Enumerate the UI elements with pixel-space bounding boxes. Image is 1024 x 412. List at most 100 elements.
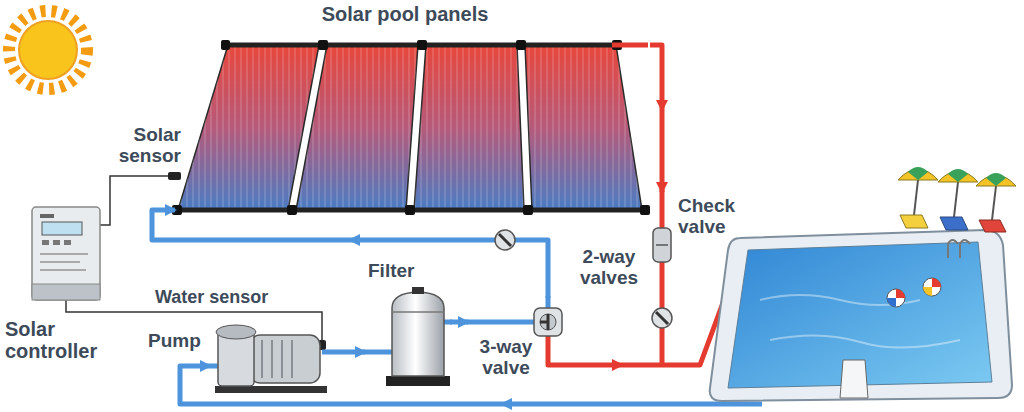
motor-fin — [261, 340, 263, 378]
filter-base — [386, 376, 450, 386]
part-label: 2-way valves — [570, 246, 648, 289]
component-label: 3-way valve — [470, 336, 542, 379]
controller-logo — [40, 214, 54, 218]
panel-texture — [178, 45, 319, 210]
part-label: Water sensor — [155, 287, 315, 307]
component-label: Pump — [148, 330, 218, 351]
controller-print — [40, 253, 88, 255]
controller-base — [32, 284, 100, 300]
umbrella-stripe — [986, 173, 1006, 186]
panel-texture — [414, 45, 524, 210]
deck-chair — [979, 220, 1006, 232]
controller-body — [32, 207, 100, 300]
solar-panel — [178, 45, 319, 210]
panel-clamp — [417, 40, 427, 50]
umbrella-pole — [992, 186, 996, 220]
filter-tank — [392, 292, 444, 376]
water-ripple — [770, 335, 960, 347]
panel-clamp — [516, 40, 526, 50]
component-box: Solar controller — [3, 203, 127, 365]
valve-handle — [499, 234, 511, 246]
motor-fin — [291, 340, 293, 378]
sensor-wire — [100, 176, 170, 225]
controller-button — [42, 240, 49, 245]
check-valve-band — [656, 244, 668, 246]
component-box: Filter — [365, 260, 450, 390]
beach-ball-stripe — [896, 289, 905, 298]
sun — [19, 21, 77, 79]
beach-ball-stripe — [923, 287, 932, 296]
panel-clamp — [221, 40, 230, 50]
umbrella-pole — [914, 180, 918, 215]
valve-handle — [656, 312, 668, 324]
component-label: Solar controller — [5, 318, 125, 363]
umbrella-stripe — [948, 169, 968, 182]
panel-texture — [525, 45, 642, 210]
panel-clamp — [318, 40, 328, 50]
pipe-connector — [450, 320, 468, 325]
sun-rays — [9, 11, 87, 89]
check-valve — [653, 228, 671, 262]
panel-clamp — [640, 205, 650, 215]
valve-handle — [540, 321, 548, 324]
pipe-connector — [650, 45, 662, 192]
label-holder: Solar sensor — [103, 124, 181, 167]
controller-button — [64, 240, 71, 245]
deck-chair — [900, 215, 928, 228]
pool-coping — [710, 230, 1012, 401]
flow-arrow — [200, 360, 212, 372]
solar-panel — [414, 45, 524, 210]
component-label: Check valve — [678, 195, 756, 238]
controller-screen — [42, 222, 82, 235]
solar-panel — [525, 45, 642, 210]
pump-lid — [216, 325, 256, 339]
cold-pipe — [466, 320, 536, 325]
solar-sensor — [168, 172, 181, 180]
pump-base — [215, 386, 327, 393]
deck-chair — [940, 217, 968, 230]
label-holder: 2-way valves — [570, 246, 648, 289]
pump-housing — [218, 332, 254, 386]
component-box: 3-way valve — [468, 298, 570, 390]
hot-pipe — [660, 190, 665, 230]
motor-fin — [271, 340, 273, 378]
panel-texture — [296, 45, 418, 210]
component-box: Solar pool panels — [175, 3, 650, 215]
flow-arrow — [612, 359, 624, 371]
beach-ball — [887, 289, 905, 307]
panel-clamp — [523, 205, 533, 215]
component-label: Filter — [368, 260, 446, 281]
component-label: Solar pool panels — [290, 3, 520, 25]
beach-ball — [923, 278, 941, 296]
controller-button — [53, 240, 60, 245]
pipe-connector — [322, 350, 365, 355]
motor-fin — [281, 340, 283, 378]
two-way-valve — [495, 230, 515, 250]
two-way-valve — [652, 308, 672, 328]
controller-print — [40, 269, 86, 271]
beach-ball-stripe — [887, 298, 896, 307]
flow-arrow — [500, 398, 512, 410]
pipe-connector — [152, 210, 548, 298]
pool-ladder — [948, 240, 970, 258]
cold-pipe — [363, 350, 393, 355]
three-way-valve — [534, 308, 562, 336]
beach-ball-stripe — [932, 278, 941, 287]
filter-cap — [412, 287, 424, 294]
part-label: Solar sensor — [103, 124, 181, 167]
umbrella-pole — [954, 182, 958, 217]
panel-clamp — [287, 205, 297, 215]
hot-pipe — [612, 43, 648, 48]
pump-motor — [250, 335, 320, 383]
label-holder: Water sensor — [155, 287, 315, 307]
pool-outlet — [840, 360, 868, 398]
filter-band — [392, 311, 444, 313]
panel-clamp — [405, 205, 415, 215]
valve-knob — [540, 314, 556, 330]
controller-print — [40, 261, 80, 263]
component-box: Check valve — [645, 192, 760, 268]
umbrella-stripe — [908, 167, 928, 180]
component-box: Pump — [145, 322, 322, 396]
